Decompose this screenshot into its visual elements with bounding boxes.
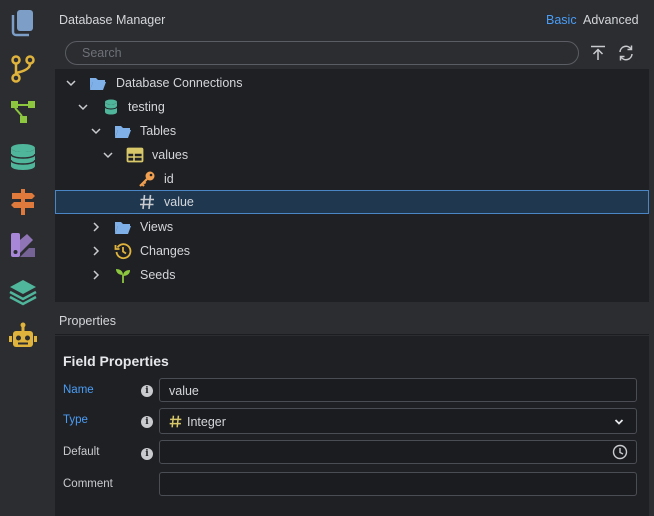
robot-icon[interactable] bbox=[6, 320, 40, 354]
type-select[interactable]: Integer bbox=[159, 408, 637, 434]
layers-icon[interactable] bbox=[6, 275, 40, 309]
activity-bar bbox=[0, 0, 46, 516]
type-label: Type bbox=[63, 414, 88, 426]
tree-item-field-value[interactable]: value bbox=[55, 190, 649, 214]
name-value: value bbox=[169, 384, 199, 398]
history-icon bbox=[114, 243, 132, 260]
tree-item-seeds[interactable]: Seeds bbox=[55, 263, 649, 287]
properties-header-label: Properties bbox=[59, 314, 116, 328]
connection-tree: Database Connections testing Tables valu… bbox=[55, 69, 649, 302]
tree-item-field-id[interactable]: id bbox=[55, 167, 649, 191]
tree-label: testing bbox=[128, 100, 165, 114]
default-field[interactable] bbox=[159, 440, 637, 464]
info-icon[interactable]: i bbox=[141, 385, 153, 397]
chevron-down-icon bbox=[66, 80, 76, 87]
tree-label: Database Connections bbox=[116, 76, 243, 90]
folder-open-icon bbox=[90, 78, 106, 90]
tree-label: Views bbox=[140, 220, 174, 234]
files-icon[interactable] bbox=[6, 5, 40, 39]
key-icon bbox=[139, 171, 155, 187]
name-label: Name bbox=[63, 384, 94, 396]
signpost-icon[interactable] bbox=[6, 185, 40, 219]
chevron-right-icon bbox=[93, 246, 100, 256]
clock-icon[interactable] bbox=[612, 444, 628, 460]
refresh-icon bbox=[619, 45, 633, 61]
properties-panel: Field Properties Name i value Type i Int… bbox=[55, 336, 649, 516]
search-box bbox=[65, 41, 579, 65]
database-manager-panel: Database Manager Basic Advanced Database… bbox=[55, 5, 649, 516]
field-properties-title: Field Properties bbox=[63, 353, 169, 369]
type-value: Integer bbox=[187, 415, 226, 429]
tree-label: Changes bbox=[140, 244, 191, 258]
chevron-down-icon bbox=[78, 104, 88, 111]
tree-item-tables[interactable]: Tables bbox=[55, 119, 649, 143]
refresh-button[interactable] bbox=[616, 43, 636, 63]
tree-item-database-connections[interactable]: Database Connections bbox=[55, 71, 649, 95]
folder-open-icon bbox=[115, 222, 131, 234]
tree-label: values bbox=[152, 148, 189, 162]
tree-label: Tables bbox=[140, 124, 177, 138]
tree-item-values-table[interactable]: values bbox=[55, 143, 649, 167]
tree-label: id bbox=[164, 172, 174, 186]
panel-header: Database Manager Basic Advanced bbox=[55, 5, 649, 35]
panel-title: Database Manager bbox=[59, 13, 166, 27]
chevron-down-icon bbox=[614, 419, 624, 425]
chevron-right-icon bbox=[93, 270, 100, 280]
search-input[interactable] bbox=[66, 42, 578, 64]
info-icon[interactable]: i bbox=[141, 416, 153, 428]
folder-open-icon bbox=[115, 126, 131, 138]
mode-advanced-button[interactable]: Advanced bbox=[583, 13, 639, 27]
palette-icon[interactable] bbox=[6, 228, 40, 262]
hash-icon bbox=[140, 194, 154, 210]
database-icon bbox=[104, 99, 118, 115]
properties-header: Properties bbox=[55, 305, 649, 335]
table-icon bbox=[126, 147, 144, 163]
mode-basic-button[interactable]: Basic bbox=[546, 13, 577, 27]
git-graph-icon[interactable] bbox=[6, 95, 40, 129]
arrow-up-to-line-icon bbox=[591, 45, 605, 60]
chevron-right-icon bbox=[93, 222, 100, 232]
tree-label: Seeds bbox=[140, 268, 176, 282]
tree-item-testing[interactable]: testing bbox=[55, 95, 649, 119]
collapse-all-button[interactable] bbox=[588, 43, 608, 63]
comment-field[interactable] bbox=[159, 472, 637, 496]
tree-item-changes[interactable]: Changes bbox=[55, 239, 649, 263]
chevron-down-icon bbox=[103, 152, 113, 159]
hash-icon bbox=[169, 415, 182, 428]
tree-item-views[interactable]: Views bbox=[55, 215, 649, 239]
source-control-icon[interactable] bbox=[6, 52, 40, 86]
chevron-down-icon bbox=[91, 128, 101, 135]
default-label: Default bbox=[63, 446, 100, 458]
sprout-icon bbox=[116, 269, 130, 283]
database-icon[interactable] bbox=[6, 140, 40, 174]
tree-label: value bbox=[164, 195, 194, 209]
comment-label: Comment bbox=[63, 478, 113, 490]
name-field[interactable]: value bbox=[159, 378, 637, 402]
info-icon[interactable]: i bbox=[141, 448, 153, 460]
